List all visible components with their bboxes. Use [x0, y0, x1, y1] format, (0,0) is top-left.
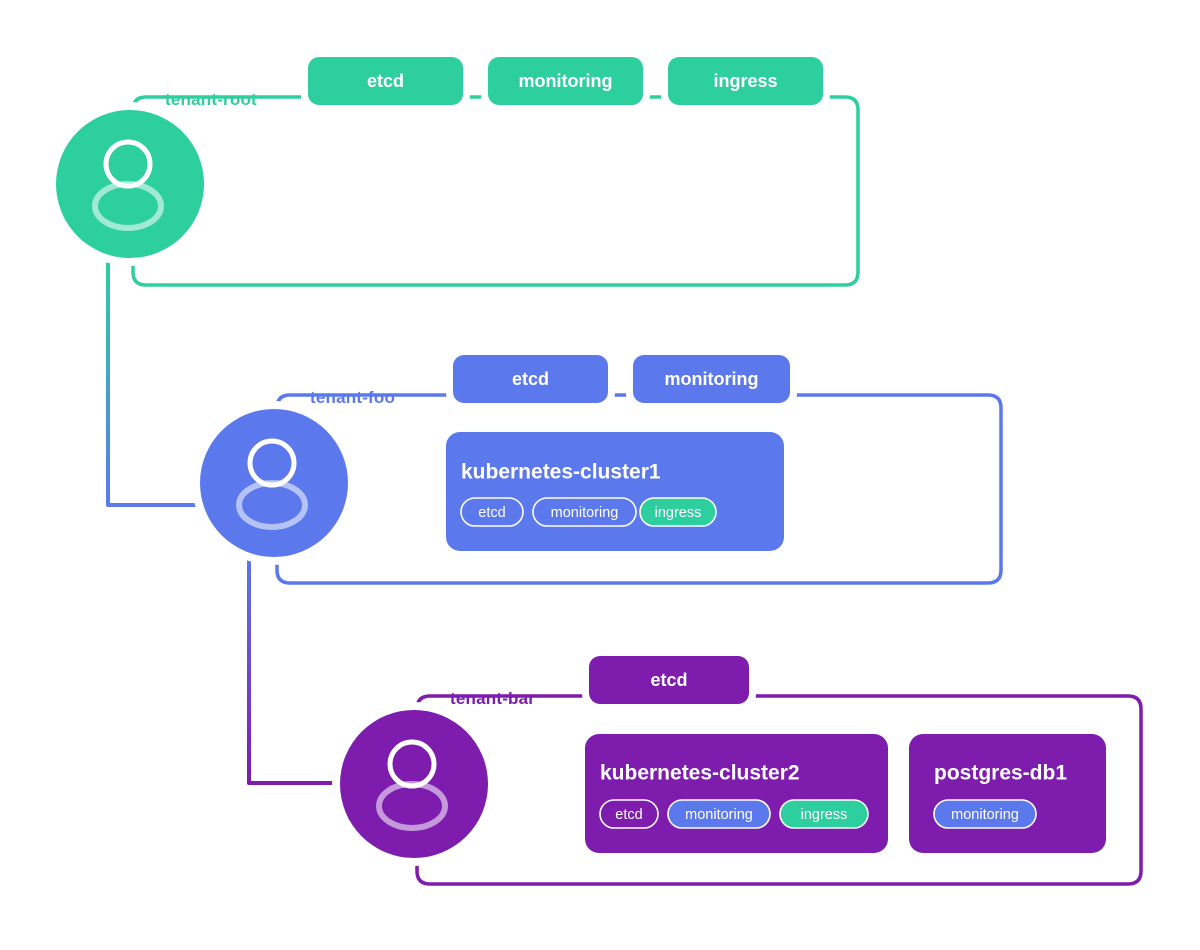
avatar-body-icon: [92, 181, 164, 231]
top-pill-etcd-label: etcd: [512, 369, 549, 389]
tenant-root-avatar[interactable]: [48, 102, 212, 266]
subpill-monitoring[interactable]: monitoring: [532, 497, 637, 527]
tenant-root-top-pills: etcd monitoring ingress: [301, 50, 830, 112]
resource-card-kubernetes-cluster1[interactable]: kubernetes-cluster1 etcd monitoring ingr…: [446, 432, 784, 551]
top-pill-ingress-label: ingress: [713, 71, 777, 91]
connector-tenant-foo-to-tenant-bar: [247, 555, 373, 785]
subpill-etcd-label: etcd: [615, 807, 642, 823]
subpill-monitoring[interactable]: monitoring: [667, 799, 771, 829]
tenant-bar-top-pills: etcd: [582, 649, 756, 711]
resource-card-kubernetes-cluster2[interactable]: kubernetes-cluster2 etcd monitoring ingr…: [585, 734, 888, 853]
card-title: postgres-db1: [934, 762, 1067, 785]
top-pill-monitoring[interactable]: monitoring: [481, 50, 650, 112]
card-background: [909, 734, 1106, 853]
tenant-foo-top-pills: etcd monitoring: [446, 348, 797, 410]
tenant-group-tenant-root[interactable]: etcd monitoring ingress tenant-root: [48, 50, 860, 287]
subpill-monitoring-label: monitoring: [551, 505, 619, 521]
card-title: kubernetes-cluster2: [600, 762, 800, 785]
top-pill-monitoring[interactable]: monitoring: [626, 348, 797, 410]
tenant-root-container-outline: [131, 80, 860, 287]
top-pill-etcd[interactable]: etcd: [446, 348, 615, 410]
top-pill-etcd[interactable]: etcd: [301, 50, 470, 112]
tenant-bar-avatar[interactable]: [332, 702, 496, 866]
top-pill-ingress[interactable]: ingress: [661, 50, 830, 112]
avatar-body-icon: [376, 781, 448, 831]
subpill-ingress-label: ingress: [801, 807, 848, 823]
subpill-monitoring-label: monitoring: [951, 807, 1019, 823]
subpill-etcd[interactable]: etcd: [460, 497, 524, 527]
subpill-ingress[interactable]: ingress: [639, 497, 717, 527]
top-pill-monitoring-label: monitoring: [519, 71, 613, 91]
top-pill-etcd-label: etcd: [367, 71, 404, 91]
top-pill-etcd-label: etcd: [650, 670, 687, 690]
avatar-body-icon: [236, 480, 308, 530]
card-subpills: monitoring: [933, 799, 1037, 829]
subpill-ingress[interactable]: ingress: [779, 799, 869, 829]
top-pill-etcd[interactable]: etcd: [582, 649, 756, 711]
subpill-ingress-label: ingress: [655, 505, 702, 521]
tenant-root-label: tenant-root: [165, 90, 257, 109]
connector-tenant-root-to-tenant-foo: [106, 255, 233, 507]
card-subpills: etcd monitoring ingress: [460, 497, 717, 527]
card-background: [446, 432, 784, 551]
tenant-group-tenant-bar[interactable]: etcd tenant-bar kubernetes-cluster2 etcd…: [332, 649, 1143, 886]
tenant-bar-label: tenant-bar: [450, 689, 535, 708]
tenant-group-tenant-foo[interactable]: etcd monitoring tenant-foo kubernetes-cl…: [192, 348, 1003, 585]
card-title: kubernetes-cluster1: [461, 461, 661, 484]
subpill-etcd-label: etcd: [478, 505, 505, 521]
resource-card-postgres-db1[interactable]: postgres-db1 monitoring: [909, 734, 1106, 853]
subpill-monitoring-label: monitoring: [685, 807, 753, 823]
tenant-foo-avatar[interactable]: [192, 401, 356, 565]
subpill-monitoring[interactable]: monitoring: [933, 799, 1037, 829]
card-background: [585, 734, 888, 853]
tenant-foo-label: tenant-foo: [310, 388, 395, 407]
top-pill-monitoring-label: monitoring: [665, 369, 759, 389]
card-subpills: etcd monitoring ingress: [599, 799, 869, 829]
subpill-etcd[interactable]: etcd: [599, 799, 659, 829]
